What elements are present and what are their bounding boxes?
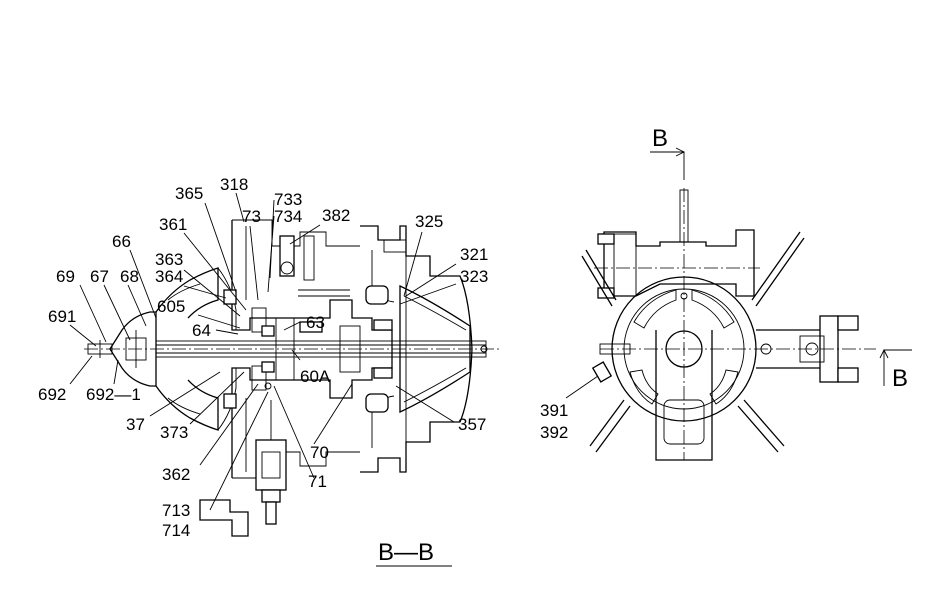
section-arrow-top	[650, 151, 685, 180]
callout-364: 364	[155, 267, 183, 286]
callout-733: 733	[274, 190, 302, 209]
callout-67: 67	[90, 267, 109, 286]
shaft-bore	[665, 330, 703, 368]
callout-64: 64	[192, 321, 211, 340]
callout-713: 713	[162, 501, 190, 520]
casing-ring-outer	[611, 276, 757, 422]
section-arrow-label-top: B	[652, 125, 668, 152]
callout-321: 321	[460, 245, 488, 264]
callout-37: 37	[126, 415, 145, 434]
callout-318: 318	[220, 175, 248, 194]
callout-323: 323	[460, 267, 488, 286]
callout-325: 325	[415, 212, 443, 231]
callout-605: 605	[157, 297, 185, 316]
lower-housing	[655, 330, 713, 461]
callout-691: 691	[48, 307, 76, 326]
callout-373: 373	[160, 423, 188, 442]
bolt-364	[223, 289, 237, 305]
end-view: B B	[565, 125, 912, 461]
callout-60A: 60A	[300, 367, 331, 386]
section-title: B—B	[378, 539, 434, 566]
inlet-volute-upper	[155, 267, 219, 319]
callout-73: 73	[242, 207, 261, 226]
drain-flange	[199, 499, 249, 537]
oil-drain	[255, 439, 287, 491]
callout-365: 365	[175, 184, 203, 203]
callout-714: 714	[162, 521, 190, 540]
callout-734: 734	[274, 207, 302, 226]
callout-66: 66	[112, 232, 131, 251]
callout-68: 68	[120, 267, 139, 286]
callout-382: 382	[322, 206, 350, 225]
casing-ring-inner	[623, 288, 745, 410]
callout-362: 362	[162, 465, 190, 484]
oil-inlet-pipe	[279, 235, 295, 277]
callout-363: 363	[155, 250, 183, 269]
shaft	[155, 340, 487, 358]
callout-63: 63	[306, 313, 325, 332]
callout-70: 70	[310, 443, 329, 462]
section-view	[84, 219, 500, 537]
top-flange	[603, 229, 755, 297]
callout-357: 357	[458, 415, 486, 434]
callout-692: 692	[38, 385, 66, 404]
turbine-housing	[360, 225, 473, 473]
right-flange	[819, 315, 839, 383]
callout-labels: 365 318 733 734 73 382 325 321 323 361 6…	[38, 175, 488, 540]
callout-69: 69	[56, 267, 75, 286]
callout-392: 392	[540, 423, 568, 442]
callout-391: 391	[540, 401, 568, 420]
callout-692-1: 692—1	[86, 385, 141, 404]
inlet-volute-lower	[155, 379, 219, 431]
callout-71: 71	[308, 472, 327, 491]
callout-leaders	[69, 192, 457, 511]
section-arrow-label-right: B	[892, 365, 908, 392]
callout-361: 361	[159, 215, 187, 234]
